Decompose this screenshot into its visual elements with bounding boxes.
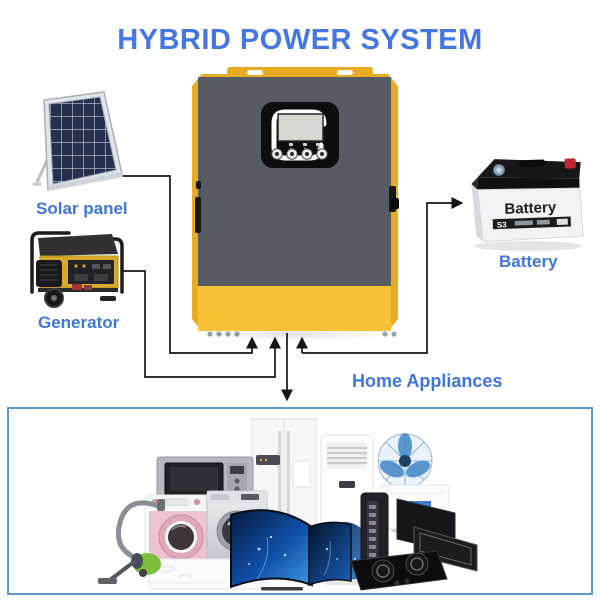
range-hood-icon [396, 498, 478, 572]
solar-panel-label: Solar panel [36, 199, 128, 218]
inverter-mount-bracket [227, 67, 373, 79]
home-appliances-box [7, 407, 593, 595]
curved-tv-icon [230, 509, 313, 591]
bracket-slot [337, 70, 353, 75]
generator-engine [36, 260, 62, 287]
generator-icon [30, 231, 124, 308]
bracket-slot [247, 70, 263, 75]
battery-icon: Battery S3 [471, 158, 584, 251]
display-swoosh [271, 109, 327, 161]
generator-label: Generator [38, 313, 120, 332]
battery-badge-text: S3 [497, 220, 508, 229]
inverter-display-panel [261, 102, 339, 168]
appliances-collage [98, 418, 478, 591]
display-buttons[interactable] [271, 148, 328, 160]
battery-product-text: Battery [504, 199, 557, 218]
gas-stove-icon [350, 550, 448, 591]
page-title: HYBRID POWER SYSTEM [117, 24, 483, 56]
battery-label: Battery [499, 252, 558, 271]
curved-tv-2-icon [308, 521, 352, 587]
display-panel-icon [261, 102, 339, 168]
inverter-shadow [200, 329, 390, 339]
solar-panel-icon [32, 91, 123, 191]
inverter-side-port [196, 181, 201, 189]
battery-positive-terminal [564, 158, 576, 169]
pedestal-fan-icon [377, 433, 433, 534]
home-appliances-label: Home Appliances [352, 371, 503, 391]
inverter-side-port [195, 197, 201, 233]
inverter-side-switch [391, 198, 399, 209]
lcd-screen [277, 113, 324, 142]
inverter-bottom-panel [198, 286, 391, 331]
vacuum-cleaner-icon [98, 499, 165, 584]
